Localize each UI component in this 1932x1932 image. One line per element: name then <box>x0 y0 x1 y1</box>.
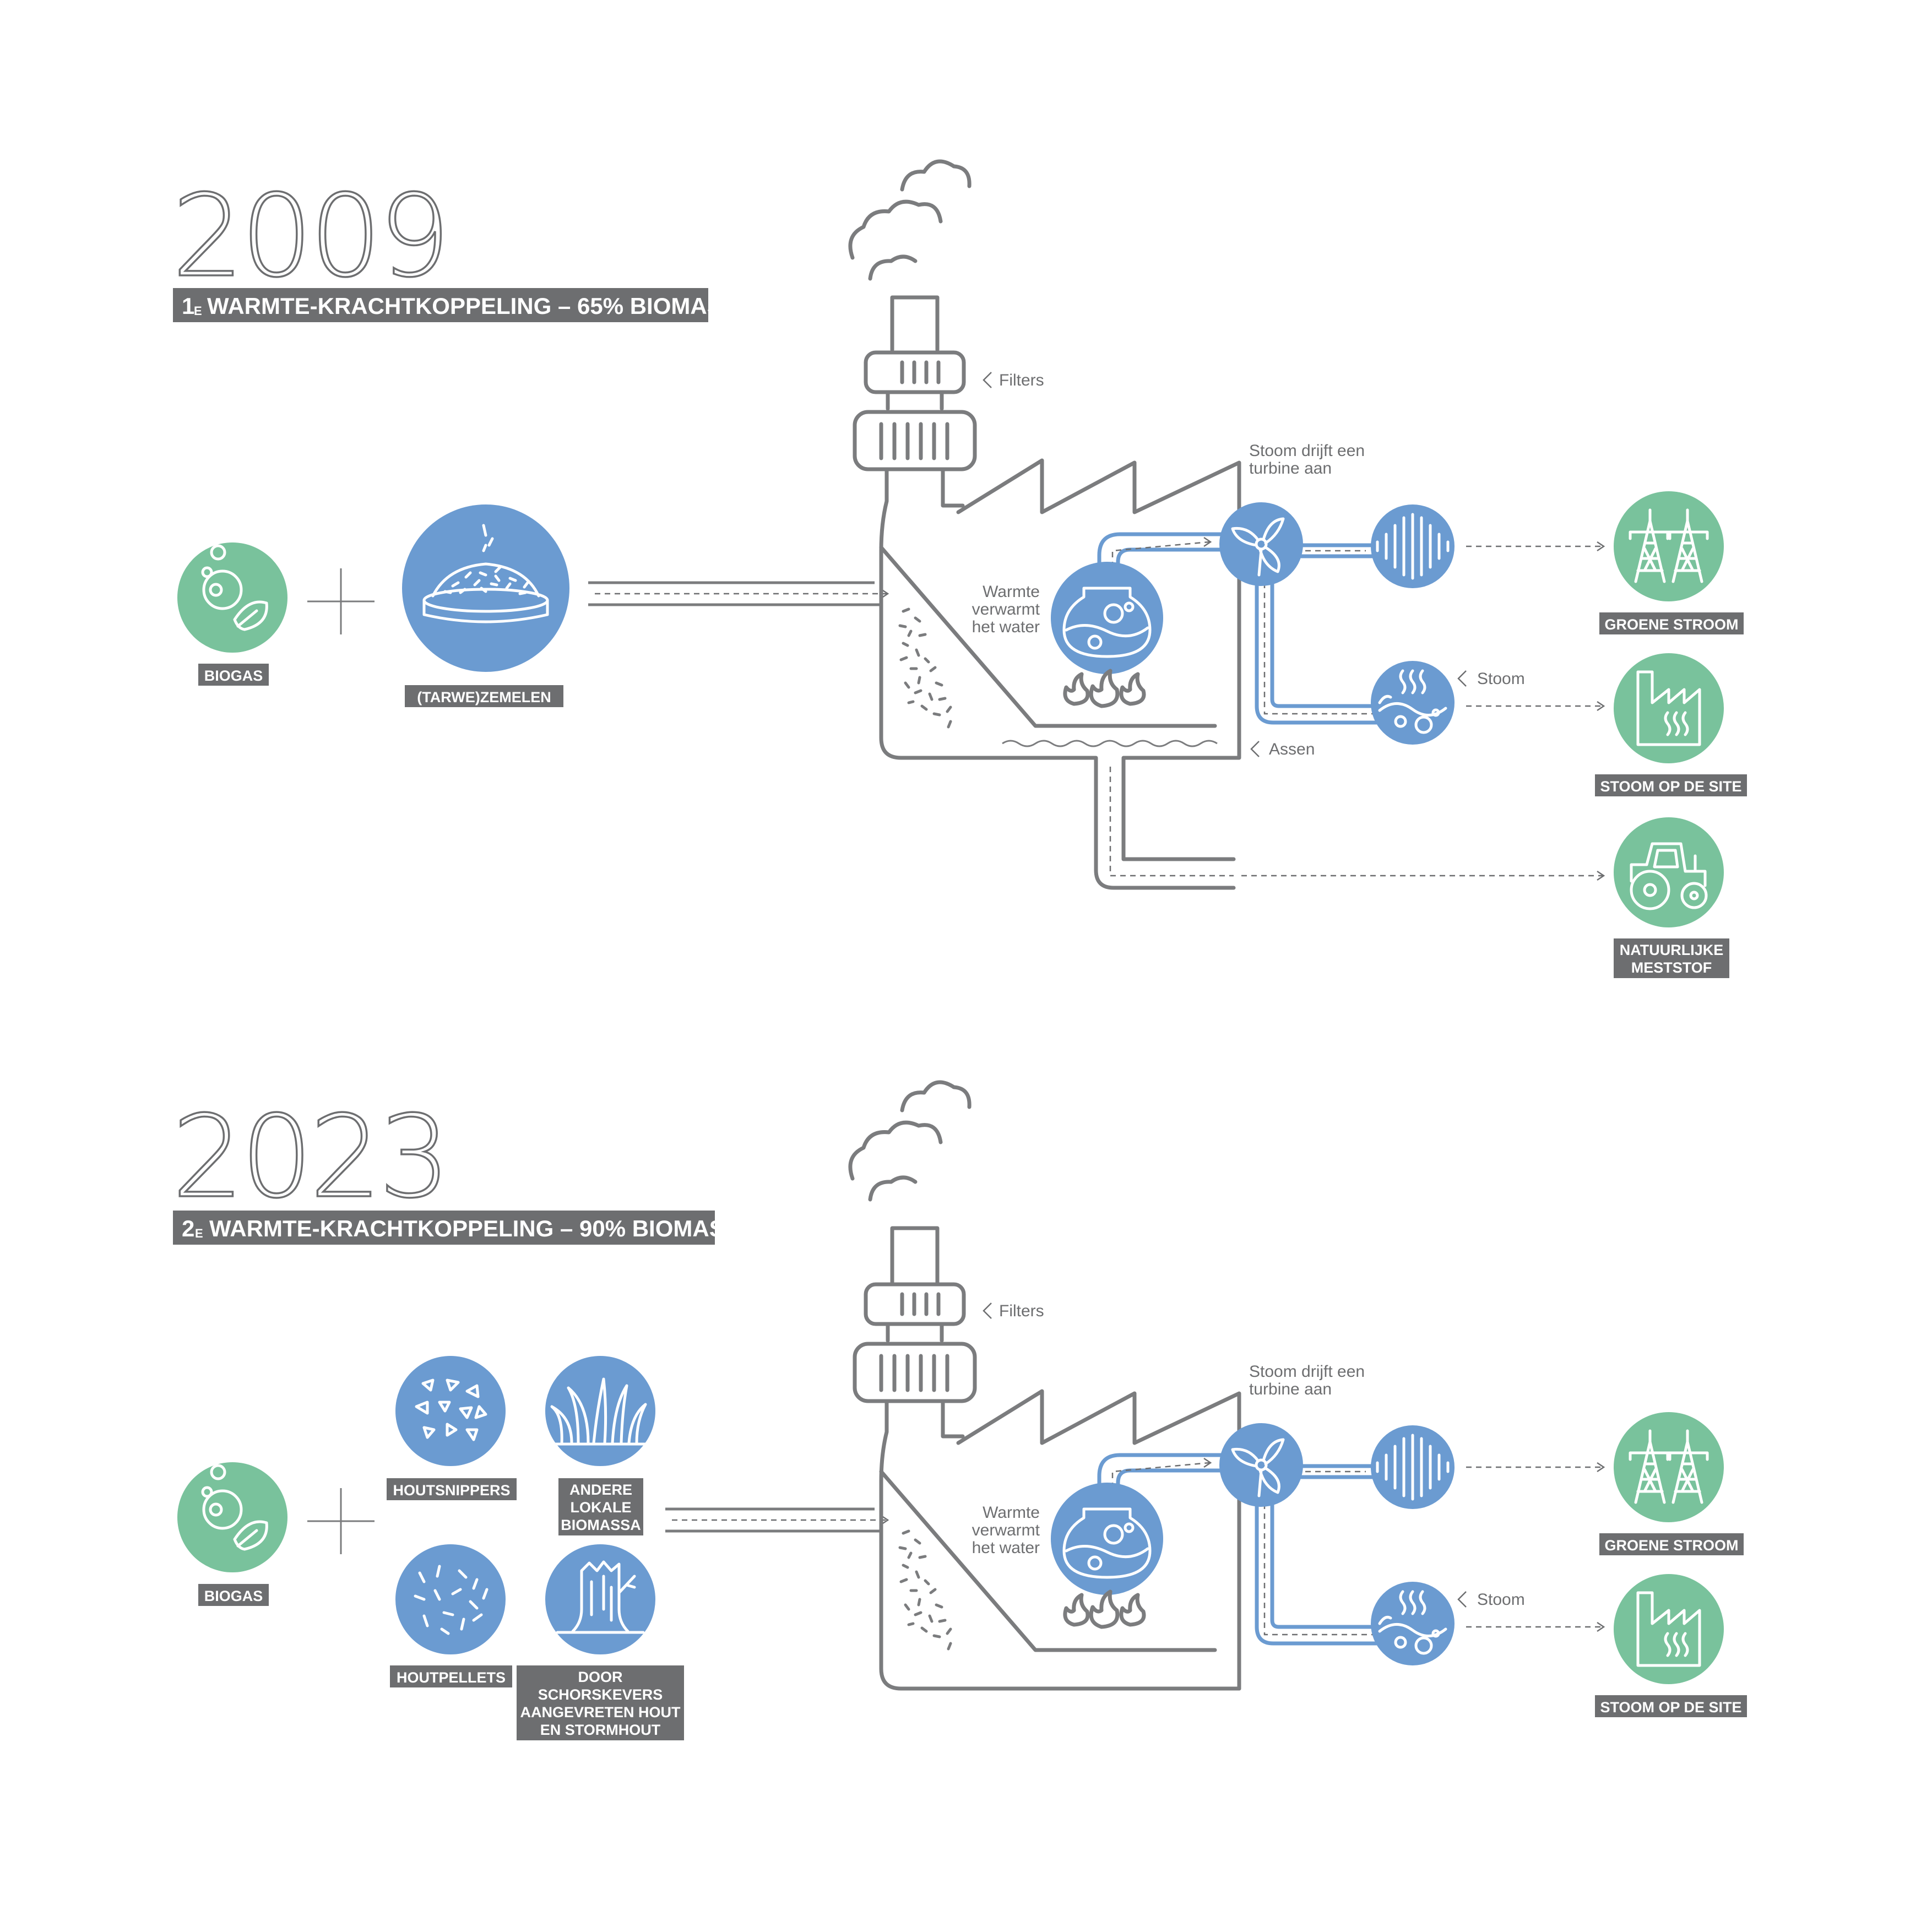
feed-pipe <box>665 1507 889 1533</box>
input-label-line4: EN STORMHOUT <box>540 1722 661 1738</box>
input-wood-pellets: HOUTPELLETS <box>390 1544 512 1687</box>
section-banner: 2 E WARMTE-KRACHTKOPPELING – 90% BIOMASS… <box>173 1211 757 1245</box>
output-fertilizer: NATUURLIJKE MESTSTOF <box>1614 817 1729 978</box>
output-label: GROENE STROOM <box>1604 616 1738 633</box>
plus-sign <box>307 568 375 634</box>
input-label-line1: ANDERE <box>569 1481 632 1498</box>
steam-network <box>1219 1423 1455 1665</box>
water-line <box>1002 740 1218 747</box>
banner-suffix: E <box>195 1227 203 1240</box>
input-label-line2: LOKALE <box>571 1499 632 1516</box>
note-steam-turbine-line2: turbine aan <box>1249 1380 1332 1398</box>
factory-roof <box>956 458 1241 861</box>
year-title: 2023 <box>172 1091 447 1223</box>
fuel-particles <box>900 609 951 727</box>
hopper-slope <box>879 1469 1217 1652</box>
output-green-power: GROENE STROOM <box>1599 491 1744 634</box>
input-label-line1: DOOR <box>578 1669 623 1685</box>
fire-icon <box>1065 671 1144 706</box>
banner-suffix: E <box>194 304 202 318</box>
output-label: STOOM OP DE SITE <box>1600 1699 1741 1716</box>
note-heat-line3: het water <box>972 1539 1040 1557</box>
input-label: BIOGAS <box>204 667 263 684</box>
section-2009: 2009 1 E WARMTE-KRACHTKOPPELING – 65% BI… <box>171 161 1747 978</box>
chimney <box>850 1082 1241 1691</box>
fuel-particles <box>900 1531 951 1649</box>
boiler <box>1051 1453 1222 1627</box>
note-steam: Stoom <box>1477 1591 1525 1609</box>
biogas-circle <box>177 542 287 653</box>
factory-roof <box>956 1389 1241 1691</box>
process-notes: Filters Stoom drijft een turbine aan War… <box>972 371 1525 758</box>
year-title: 2009 <box>172 170 447 302</box>
note-steam-turbine-line1: Stoom drijft een <box>1249 442 1365 460</box>
section-banner: 1 E WARMTE-KRACHTKOPPELING – 65% BIOMASS… <box>173 288 755 322</box>
note-steam: Stoom <box>1477 670 1525 688</box>
input-biogas: BIOGAS <box>177 542 287 686</box>
input-bran: (TARWE)ZEMELEN <box>402 504 569 707</box>
smoke-cloud <box>850 161 969 279</box>
fire-icon <box>1065 1592 1144 1627</box>
output-arrows <box>1466 1462 1605 1632</box>
output-label-line1: NATUURLIJKE <box>1620 942 1724 958</box>
smoke-cloud <box>850 1082 969 1200</box>
input-label: HOUTPELLETS <box>397 1669 506 1686</box>
banner-number: 2 <box>182 1215 194 1241</box>
banner-number: 1 <box>182 293 194 319</box>
note-heat-line1: Warmte <box>983 1504 1040 1522</box>
output-green-power: GROENE STROOM <box>1599 1412 1744 1555</box>
output-label: GROENE STROOM <box>1604 1537 1738 1554</box>
note-heat-line1: Warmte <box>983 583 1040 601</box>
input-label: (TARWE)ZEMELEN <box>417 689 551 705</box>
output-label-line2: MESTSTOF <box>1631 959 1712 976</box>
process-notes: Filters Stoom drijft een turbine aan War… <box>972 1302 1525 1609</box>
input-label-line2: SCHORSKEVERS <box>538 1686 663 1703</box>
boiler <box>1051 532 1222 706</box>
output-arrows <box>1241 541 1605 881</box>
output-site-steam: STOOM OP DE SITE <box>1595 653 1747 796</box>
turbine-circle <box>1219 502 1303 586</box>
note-steam-turbine-line1: Stoom drijft een <box>1249 1363 1365 1381</box>
note-heat-line2: verwarmt <box>972 600 1040 618</box>
plus-sign <box>307 1488 375 1554</box>
note-ashes: Assen <box>1269 740 1315 758</box>
input-label: HOUTSNIPPERS <box>393 1482 510 1499</box>
input-local-biomass: ANDERE LOKALE BIOMASSA <box>545 1356 655 1535</box>
input-label-line3: AANGEVRETEN HOUT <box>520 1704 681 1721</box>
steam-network <box>1219 502 1455 745</box>
chimney <box>850 161 1236 890</box>
hopper-slope <box>879 545 1217 728</box>
banner-text: WARMTE-KRACHTKOPPELING – 90% BIOMASSA <box>209 1215 757 1241</box>
note-steam-turbine-line2: turbine aan <box>1249 459 1332 477</box>
input-beetle-storm-wood: DOOR SCHORSKEVERS AANGEVRETEN HOUT EN ST… <box>517 1544 684 1740</box>
input-biogas: BIOGAS <box>177 1462 287 1606</box>
ash-outlet <box>1109 767 1234 877</box>
note-filters: Filters <box>999 371 1044 389</box>
output-site-steam: STOOM OP DE SITE <box>1595 1574 1747 1717</box>
banner-text: WARMTE-KRACHTKOPPELING – 65% BIOMASSA <box>207 293 755 319</box>
note-heat-line2: verwarmt <box>972 1521 1040 1539</box>
note-heat-line3: het water <box>972 618 1040 636</box>
input-label-line3: BIOMASSA <box>561 1517 641 1533</box>
steam-circle <box>1371 661 1455 745</box>
output-label: STOOM OP DE SITE <box>1600 778 1741 795</box>
input-label: BIOGAS <box>204 1588 263 1604</box>
note-filters: Filters <box>999 1302 1044 1320</box>
feed-pipe <box>588 581 889 606</box>
input-wood-chips: HOUTSNIPPERS <box>387 1356 517 1500</box>
section-2023: 2023 2 E WARMTE-KRACHTKOPPELING – 90% BI… <box>171 1082 1747 1740</box>
